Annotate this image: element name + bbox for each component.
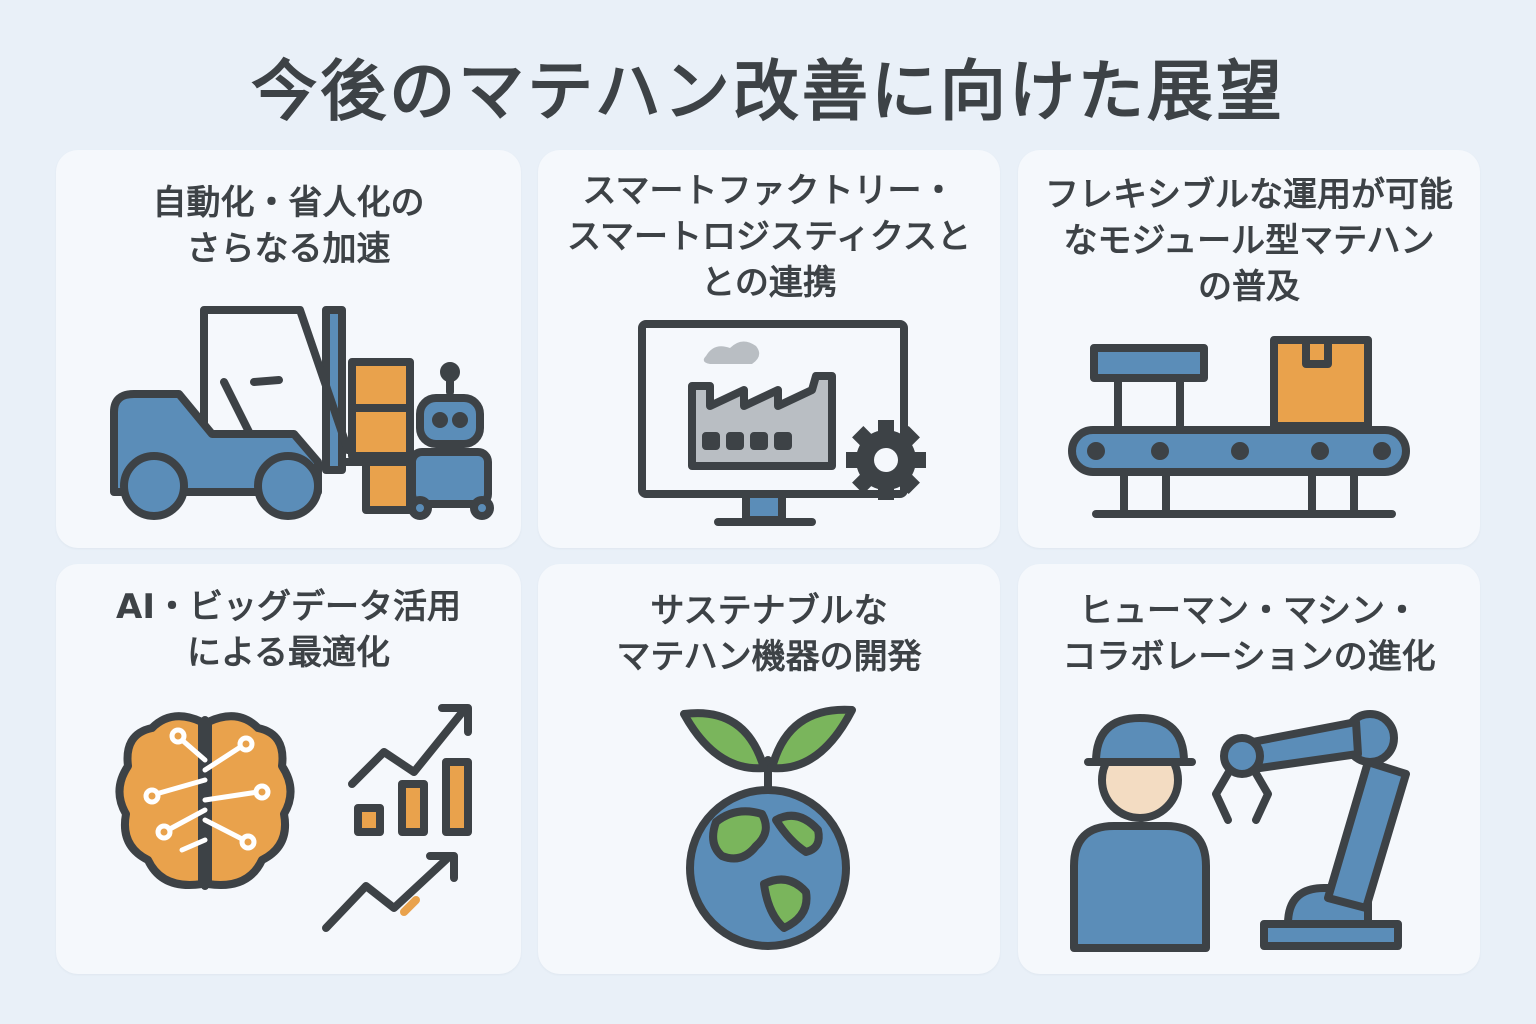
worker-robot-arm-icon	[1070, 710, 1410, 952]
earth-sprout-icon	[680, 705, 856, 950]
card-sustainable: サステナブルな マテハン機器の開発	[538, 564, 1000, 974]
card-ai-bigdata: AI・ビッグデータ活用 による最適化	[56, 564, 521, 974]
card-human-machine: ヒューマン・マシン・ コラボレーションの進化	[1018, 564, 1480, 974]
card-title: フレキシブルな運用が可能 なモジュール型マテハン の普及	[1045, 175, 1453, 307]
card-modular: フレキシブルな運用が可能 なモジュール型マテハン の普及	[1018, 150, 1480, 548]
conveyor-icon	[1068, 336, 1410, 518]
card-smart-factory: スマートファクトリー・ スマートロジスティクスと との連携	[538, 150, 1000, 548]
card-title: ヒューマン・マシン・ コラボレーションの進化	[1062, 591, 1436, 677]
card-title: サステナブルな マテハン機器の開発	[616, 591, 922, 677]
factory-monitor-icon	[638, 320, 926, 526]
card-title: AI・ビッグデータ活用 による最適化	[116, 587, 461, 673]
card-automation: 自動化・省人化の さらなる加速	[56, 150, 521, 548]
forklift-robot-icon	[110, 306, 494, 520]
card-title: 自動化・省人化の さらなる加速	[152, 183, 425, 269]
ai-brain-chart-icon	[115, 704, 472, 932]
page-title: 今後のマテハン改善に向けた展望	[251, 53, 1285, 130]
card-title: スマートファクトリー・ スマートロジスティクスと との連携	[567, 171, 971, 303]
